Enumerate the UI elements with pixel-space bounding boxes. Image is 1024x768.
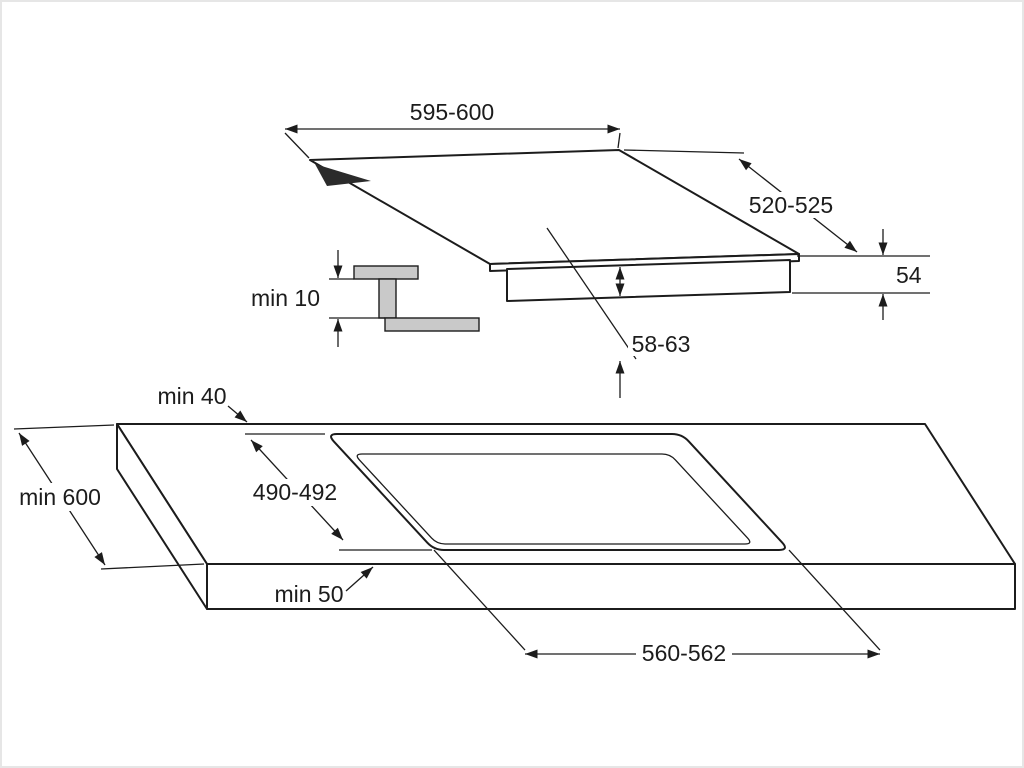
worktop-front-face — [206, 563, 1016, 610]
dim-hob-width-ext-right — [617, 132, 621, 149]
cutout-width-label-mask — [636, 639, 732, 667]
hob-height-label: 54 — [896, 262, 922, 288]
cutout-width-ext-left — [433, 549, 526, 651]
worktop-min-rear-label: min 40 — [157, 383, 226, 409]
bracket-stem — [378, 278, 397, 319]
hob-min-gap-label: min 10 — [251, 285, 320, 311]
dim-min-rear-distance: min 40 — [157, 383, 248, 423]
dim-min-gap-below: min 10 — [251, 250, 480, 347]
bracket-shelf — [384, 317, 480, 332]
cutout-depth-label-mask — [249, 479, 341, 506]
min-front-arrow — [345, 566, 374, 592]
worktop-depth-ext-front — [100, 563, 205, 570]
dim-buildin-leader — [546, 227, 637, 360]
hob-buildin-depth-label: 58-63 — [632, 331, 691, 357]
dim-worktop-depth: min 600 — [13, 424, 205, 570]
dim-cutout-depth: 490-492 — [245, 433, 432, 551]
hob-underbox — [506, 259, 791, 302]
buildin-label-mask — [628, 331, 692, 356]
dim-hob-width-ext-left — [284, 132, 310, 159]
worktop-depth-label: min 600 — [19, 484, 101, 510]
hob-top-face — [309, 149, 800, 265]
worktop-min-front-label: min 50 — [274, 581, 343, 607]
worktop-depth-label-mask — [15, 483, 105, 511]
hob-width-label: 595-600 — [410, 99, 494, 125]
dim-hob-depth-ext — [623, 149, 745, 154]
worktop-section-bar — [353, 265, 419, 280]
worktop-assembly: min 40 490-492 min 600 min 50 — [13, 383, 1016, 667]
cutout-width-label: 560-562 — [642, 640, 726, 666]
hob-depth-label: 520-525 — [749, 192, 833, 218]
dim-hob-buildin-depth: 58-63 — [546, 227, 692, 398]
worktop-depth-ext-rear — [13, 424, 115, 430]
dim-hob-height: 54 — [792, 229, 930, 320]
hob-depth-label-mask — [747, 192, 837, 218]
dim-hob-depth: 520-525 — [623, 149, 858, 253]
cutout-width-ext-right — [788, 549, 881, 651]
dim-cutout-width: 560-562 — [433, 549, 881, 667]
hob-assembly: 595-600 520-525 54 5 — [251, 99, 930, 398]
cutout-inner-edge — [356, 453, 751, 545]
min-rear-arrow — [227, 405, 248, 423]
cutout-outer-edge — [330, 433, 786, 551]
dim-hob-width: 595-600 — [284, 99, 621, 159]
hob-bevel-edge — [315, 164, 371, 186]
cutout-depth-label: 490-492 — [253, 479, 337, 505]
dim-min-front-distance: min 50 — [274, 566, 374, 607]
